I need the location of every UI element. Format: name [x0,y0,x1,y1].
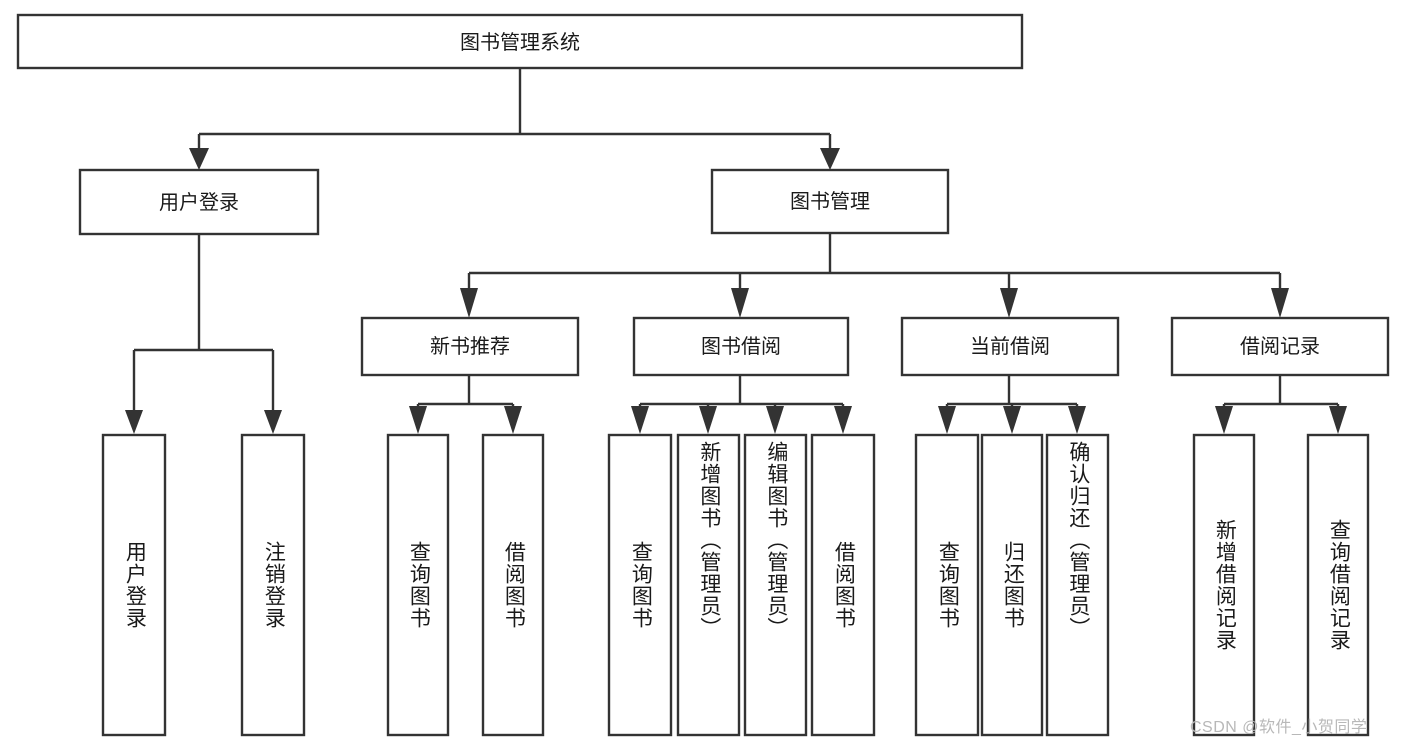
node-current-borrow-box[interactable] [900,316,1120,377]
leaf-box-query-book-current[interactable] [914,433,980,737]
arrow-head-icon [731,288,749,318]
arrow-head-icon [820,148,840,170]
node-user-login[interactable]: 用户登录 [78,168,320,236]
node-borrow-record[interactable]: 借阅记录 [1170,316,1390,377]
connector-bookborrow-to-leaves [631,375,852,434]
connector-newbook-to-leaves [409,375,522,434]
arrow-head-icon [264,410,282,434]
node-user-login-box[interactable] [78,168,320,236]
leaf-box-borrow-book[interactable] [810,433,876,737]
leaf-box-query-book-recommend[interactable] [386,433,450,737]
node-new-book-recommend-label: 新书推荐 [430,335,510,358]
connector-currentborrow-to-leaves [938,375,1086,434]
leaf-box-borrow-book-recommend[interactable] [481,433,545,737]
node-book-management[interactable]: 图书管理 [710,168,950,235]
arrow-head-icon [1329,406,1347,434]
csdn-watermark: CSDN @软件_小贺同学 [1190,719,1368,736]
arrow-head-icon [1000,288,1018,318]
connector-root-to-level2 [189,69,840,170]
node-book-borrow-label: 图书借阅 [701,335,781,358]
node-book-management-box[interactable] [710,168,950,235]
arrow-head-icon [938,406,956,434]
node-book-borrow-box[interactable] [632,316,850,377]
arrow-head-icon [1003,406,1021,434]
leaf-box-query-book-borrow[interactable] [607,433,673,737]
arrow-head-icon [460,288,478,318]
node-root-system-label: 图书管理系统 [460,31,580,54]
arrow-head-icon [189,148,209,170]
leaf-box-confirm-return-admin[interactable] [1045,433,1110,737]
node-book-borrow[interactable]: 图书借阅 [632,316,850,377]
arrow-head-icon [409,406,427,434]
node-book-management-label: 图书管理 [790,190,870,213]
connector-borrowrecord-to-leaves [1215,375,1347,434]
node-borrow-record-label: 借阅记录 [1240,335,1320,358]
node-user-login-label: 用户登录 [159,191,239,214]
arrow-head-icon [834,406,852,434]
node-borrow-record-box[interactable] [1170,316,1390,377]
arrow-head-icon [766,406,784,434]
node-current-borrow-label: 当前借阅 [970,335,1050,358]
leaf-box-add-book-admin[interactable] [676,433,741,737]
arrow-head-icon [1215,406,1233,434]
leaf-box-user-login[interactable] [101,433,167,737]
arrow-head-icon [631,406,649,434]
arrow-head-icon [125,410,143,434]
node-current-borrow[interactable]: 当前借阅 [900,316,1120,377]
connector-userlogin-to-leaves [125,234,282,434]
leaf-box-add-borrow-record[interactable] [1192,433,1256,737]
leaf-box-return-book[interactable] [980,433,1044,737]
arrow-head-icon [1068,406,1086,434]
arrow-head-icon [699,406,717,434]
connector-bookmgmt-to-level3 [460,233,1289,318]
leaf-box-edit-book-admin[interactable] [743,433,808,737]
node-new-book-recommend-box[interactable] [360,316,580,377]
leaf-box-logout-login[interactable] [240,433,306,737]
node-new-book-recommend[interactable]: 新书推荐 [360,316,580,377]
arrow-head-icon [1271,288,1289,318]
leaf-box-query-borrow-record[interactable] [1306,433,1370,737]
node-root-system-box[interactable] [16,13,1024,70]
node-root-system[interactable]: 图书管理系统 [16,13,1024,70]
arrow-head-icon [504,406,522,434]
